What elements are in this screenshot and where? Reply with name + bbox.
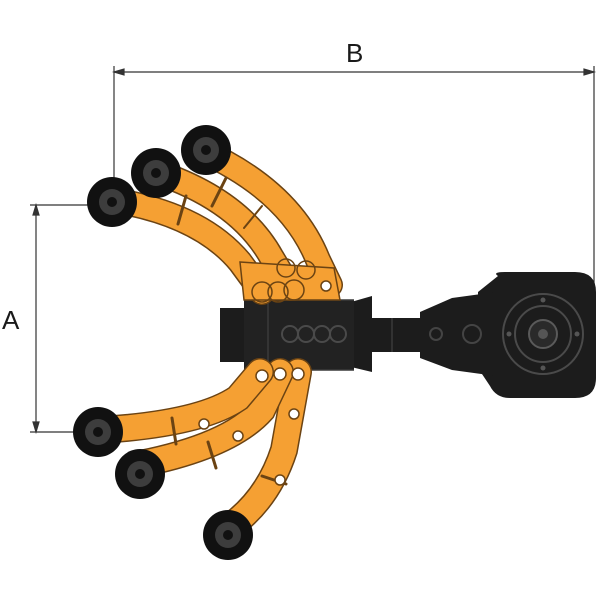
roller-upper-bottom xyxy=(87,177,137,227)
upper-pivots xyxy=(239,258,341,303)
dimension-a-label: A xyxy=(2,305,20,335)
collar-bore xyxy=(462,324,482,344)
mount-ring-middle xyxy=(514,305,572,363)
lower-fingers xyxy=(86,358,312,542)
mount-hub xyxy=(538,329,548,339)
roller-lower-bottom xyxy=(203,510,253,560)
mount-bolt xyxy=(574,331,580,337)
collar xyxy=(420,292,496,376)
lower-pivots xyxy=(198,367,305,486)
roller-lower-middle xyxy=(115,449,165,499)
dimension-b xyxy=(111,66,597,300)
dimension-b-label: B xyxy=(346,38,364,68)
rollers xyxy=(73,125,253,560)
roller-upper-top xyxy=(181,125,231,175)
mount-ring-outer xyxy=(502,293,584,375)
housing-bores xyxy=(281,325,347,343)
roller-lower-top xyxy=(73,407,123,457)
mount-bolt xyxy=(506,331,512,337)
roller-upper-middle xyxy=(131,148,181,198)
collar-bore xyxy=(429,327,443,341)
mount-bolt xyxy=(540,297,546,303)
mount-bolt xyxy=(540,365,546,371)
dimension-a xyxy=(30,202,100,435)
